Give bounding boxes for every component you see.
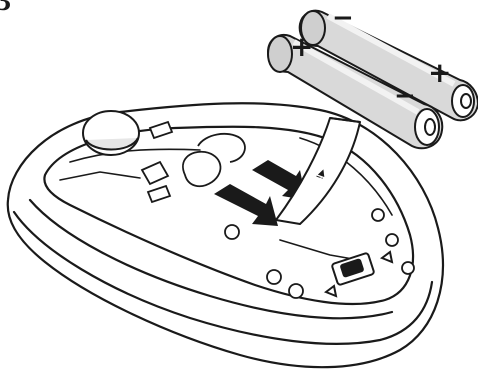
screw-hole (402, 262, 414, 274)
battery-front-negative-label: − (394, 81, 416, 111)
screw-hole (289, 284, 303, 298)
screw-hole (267, 270, 281, 284)
step-number-label: 3 (0, 0, 11, 17)
screw-hole (372, 209, 384, 221)
battery-back-positive-label: + (428, 56, 451, 89)
screw-hole (225, 225, 239, 239)
scroll-wheel (83, 111, 139, 155)
battery-front-positive-label: + (290, 30, 313, 63)
battery-back-negative-label: − (332, 3, 354, 33)
screw-hole (386, 234, 398, 246)
